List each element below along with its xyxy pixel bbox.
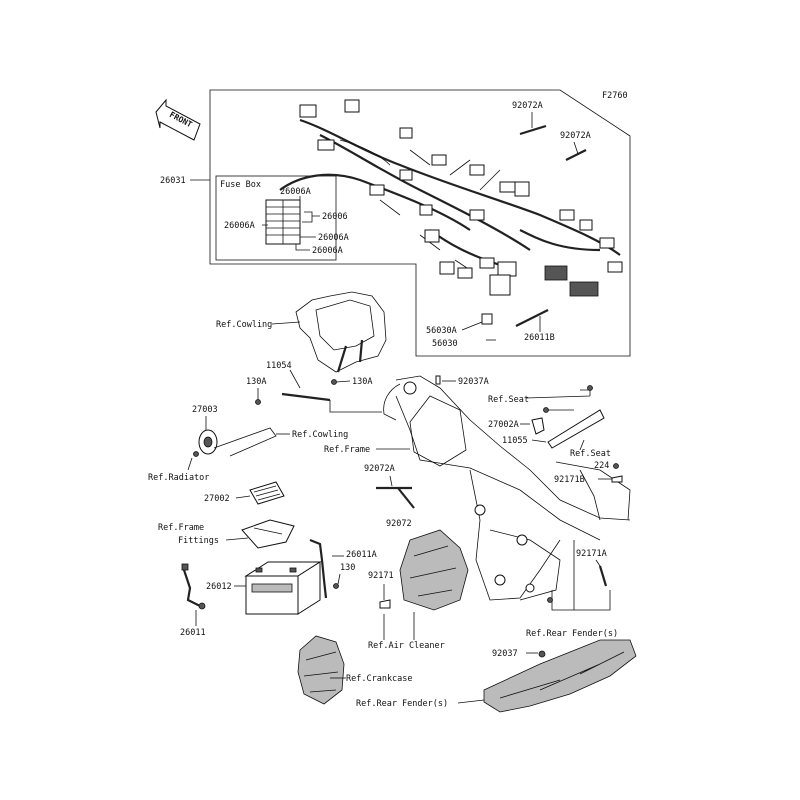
bolt-92037-icon (538, 650, 546, 658)
harness-group-outline (209, 89, 631, 357)
label-ref-frame-fittings-2: Fittings (178, 536, 219, 546)
bolt-130a-left-icon (255, 399, 261, 405)
label-92072a-right: 92072A (560, 131, 591, 141)
label-26011: 26011 (180, 628, 206, 638)
bolt-224-icon (613, 463, 619, 469)
label-11054: 11054 (266, 361, 292, 371)
label-ref-frame-fittings-1: Ref.Frame (158, 523, 204, 533)
label-26012: 26012 (206, 582, 232, 592)
horn-icon (193, 429, 218, 457)
wiring-harness (279, 99, 623, 297)
label-130a-right: 130A (352, 377, 372, 387)
label-92171b: 92171B (554, 475, 585, 485)
figure-code: F2760 (602, 91, 628, 101)
air-cleaner-cover (399, 529, 469, 611)
label-26006a-left: 26006A (224, 221, 255, 231)
label-ref-cowling-top: Ref.Cowling (216, 320, 272, 330)
clip-92072a-right-icon (565, 149, 587, 161)
clip-92072-icon (397, 487, 415, 509)
fuse-box-title: Fuse Box (220, 180, 261, 190)
label-130: 130 (340, 563, 355, 573)
label-ref-seat-bot: Ref.Seat (570, 449, 611, 459)
ecu-icon (249, 481, 285, 505)
part-26011b-icon (515, 309, 549, 327)
label-27003: 27003 (192, 405, 218, 415)
label-ref-rear-fender-1: Ref.Rear Fender(s) (526, 629, 618, 639)
label-56030a: 56030A (426, 326, 457, 336)
battery-icon (244, 561, 322, 615)
label-26006a-top: 26006A (280, 187, 311, 197)
label-130a-left: 130A (246, 377, 266, 387)
front-arrow-icon: FRONT (155, 98, 201, 141)
cowling-bracket (295, 291, 387, 373)
part-92171b-icon (611, 475, 623, 483)
label-92171: 92171 (368, 571, 394, 581)
label-27002: 27002 (204, 494, 230, 504)
label-ref-air-cleaner: Ref.Air Cleaner (368, 641, 445, 651)
label-92037a: 92037A (458, 377, 489, 387)
label-27002a: 27002A (488, 420, 519, 430)
fuse-box-icon (265, 199, 301, 245)
bolt-seat-mid-icon (543, 407, 549, 413)
part-92171a-icon (598, 565, 608, 587)
fuse-box-inset (215, 175, 337, 261)
label-92171a: 92171A (576, 549, 607, 559)
label-26011b: 26011B (524, 333, 555, 343)
label-ref-seat-top: Ref.Seat (488, 395, 529, 405)
crankcase-cover (297, 635, 345, 705)
cable-26011-icon (182, 569, 201, 607)
label-ref-cowling-mid: Ref.Cowling (292, 430, 348, 440)
frame (383, 375, 631, 601)
label-92072: 92072 (386, 519, 412, 529)
label-26006a-mid: 26006A (318, 233, 349, 243)
label-ref-frame: Ref.Frame (324, 445, 370, 455)
label-26031: 26031 (160, 176, 186, 186)
part-11055-icon (547, 409, 605, 449)
part-92171-icon (379, 599, 391, 609)
rear-fender-part (483, 639, 637, 713)
bolt-130a-right-icon (331, 379, 337, 385)
label-ref-radiator: Ref.Radiator (148, 473, 209, 483)
clip-92072a-top-icon (519, 124, 547, 136)
part-56030a-icon (481, 313, 493, 325)
bolt-130-icon (333, 583, 339, 589)
label-56030: 56030 (432, 339, 458, 349)
cable-26011a-icon (309, 538, 328, 599)
label-92037: 92037 (492, 649, 518, 659)
label-92072a-mid: 92072A (364, 464, 395, 474)
part-27002a-icon (531, 417, 545, 435)
bolt-seat-top-icon (587, 385, 593, 391)
label-ref-rear-fender-2: Ref.Rear Fender(s) (356, 699, 448, 709)
part-92037a-icon (435, 375, 441, 385)
label-26006: 26006 (322, 212, 348, 222)
label-92072a-top: 92072A (512, 101, 543, 111)
label-26011a: 26011A (346, 550, 377, 560)
label-11055: 11055 (502, 436, 528, 446)
label-ref-crankcase: Ref.Crankcase (346, 674, 413, 684)
label-26006a-bot: 26006A (312, 246, 343, 256)
frame-fittings-bracket (241, 519, 295, 549)
label-224: 224 (594, 461, 609, 471)
